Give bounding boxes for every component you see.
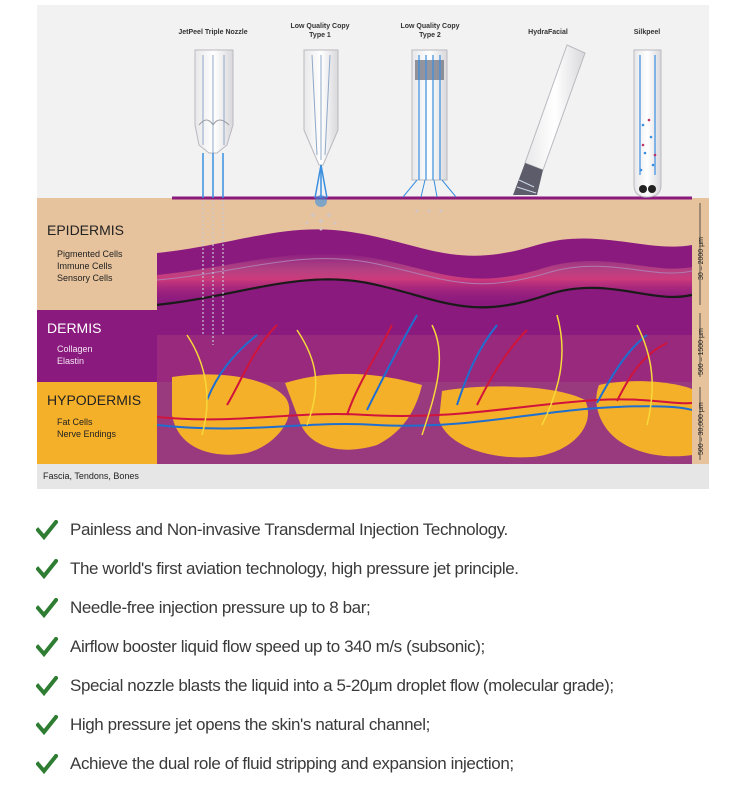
fat-lobule-1 <box>172 374 290 455</box>
base-label: Fascia, Tendons, Bones <box>43 471 139 481</box>
device-label: Low Quality Copy <box>400 23 459 30</box>
basement-membrane-line <box>156 278 693 309</box>
layer-title-dermis: DERMIS <box>47 320 101 336</box>
triple-nozzle-icon <box>194 49 234 345</box>
device-label: Type 2 <box>419 32 441 39</box>
depth-hypodermis: 500 – 30,000 μm <box>698 402 705 455</box>
list-item: Special nozzle blasts the liquid into a … <box>36 666 736 705</box>
list-item: Painless and Non-invasive Transdermal In… <box>36 510 736 549</box>
feature-text: Airflow booster liquid flow speed up to … <box>70 636 485 656</box>
feature-text: The world's first aviation technology, h… <box>70 558 519 578</box>
device-label: JetPeel Triple Nozzle <box>178 29 247 36</box>
fat-lobule-2 <box>285 373 422 450</box>
tube-probe-icon <box>633 49 662 198</box>
layer-title-hypodermis: HYPODERMIS <box>47 392 141 408</box>
list-item: Achieve the dual role of fluid stripping… <box>36 744 736 783</box>
layer-item: Pigmented Cells <box>57 249 123 259</box>
check-icon <box>36 675 58 696</box>
feature-text: Special nozzle blasts the liquid into a … <box>70 675 614 695</box>
list-item: Airflow booster liquid flow speed up to … <box>36 627 736 666</box>
check-icon <box>36 558 58 579</box>
device-label: Type 1 <box>309 32 331 39</box>
top-background <box>37 5 709 198</box>
layer-item: Nerve Endings <box>57 429 117 439</box>
layer-item: Elastin <box>57 356 84 366</box>
depth-dermis: 500 – 1500 μm <box>698 328 705 375</box>
layer-item: Immune Cells <box>57 261 113 271</box>
list-item: High pressure jet opens the skin's natur… <box>36 705 736 744</box>
wave-line-upper <box>156 258 693 285</box>
wide-nozzle-icon <box>402 49 457 213</box>
feature-text: High pressure jet opens the skin's natur… <box>70 714 430 734</box>
single-nozzle-icon <box>303 49 339 231</box>
list-item: The world's first aviation technology, h… <box>36 549 736 588</box>
feature-text: Needle-free injection pressure up to 8 b… <box>70 597 371 617</box>
list-item: Needle-free injection pressure up to 8 b… <box>36 588 736 627</box>
angled-probe-icon <box>513 44 586 195</box>
check-icon <box>36 753 58 774</box>
check-icon <box>36 636 58 657</box>
depth-scale <box>692 198 709 464</box>
device-label: HydraFacial <box>528 29 568 36</box>
layer-item: Fat Cells <box>57 417 93 427</box>
device-label: Silkpeel <box>634 29 661 36</box>
layer-title-epidermis: EPIDERMIS <box>47 222 124 238</box>
feature-text: Painless and Non-invasive Transdermal In… <box>70 519 508 539</box>
features-list: Painless and Non-invasive Transdermal In… <box>36 510 736 783</box>
skin-layers-diagram: EPIDERMIS Pigmented Cells Immune Cells S… <box>37 5 709 489</box>
feature-text: Achieve the dual role of fluid stripping… <box>70 753 514 773</box>
check-icon <box>36 597 58 618</box>
layer-item: Collagen <box>57 344 93 354</box>
vessels <box>156 314 693 436</box>
depth-epidermis: 30 – 2000 μm <box>698 237 705 280</box>
check-icon <box>36 714 58 735</box>
dermis-fill <box>157 280 692 385</box>
check-icon <box>36 519 58 540</box>
layer-item: Sensory Cells <box>57 273 113 283</box>
device-label: Low Quality Copy <box>290 23 349 30</box>
